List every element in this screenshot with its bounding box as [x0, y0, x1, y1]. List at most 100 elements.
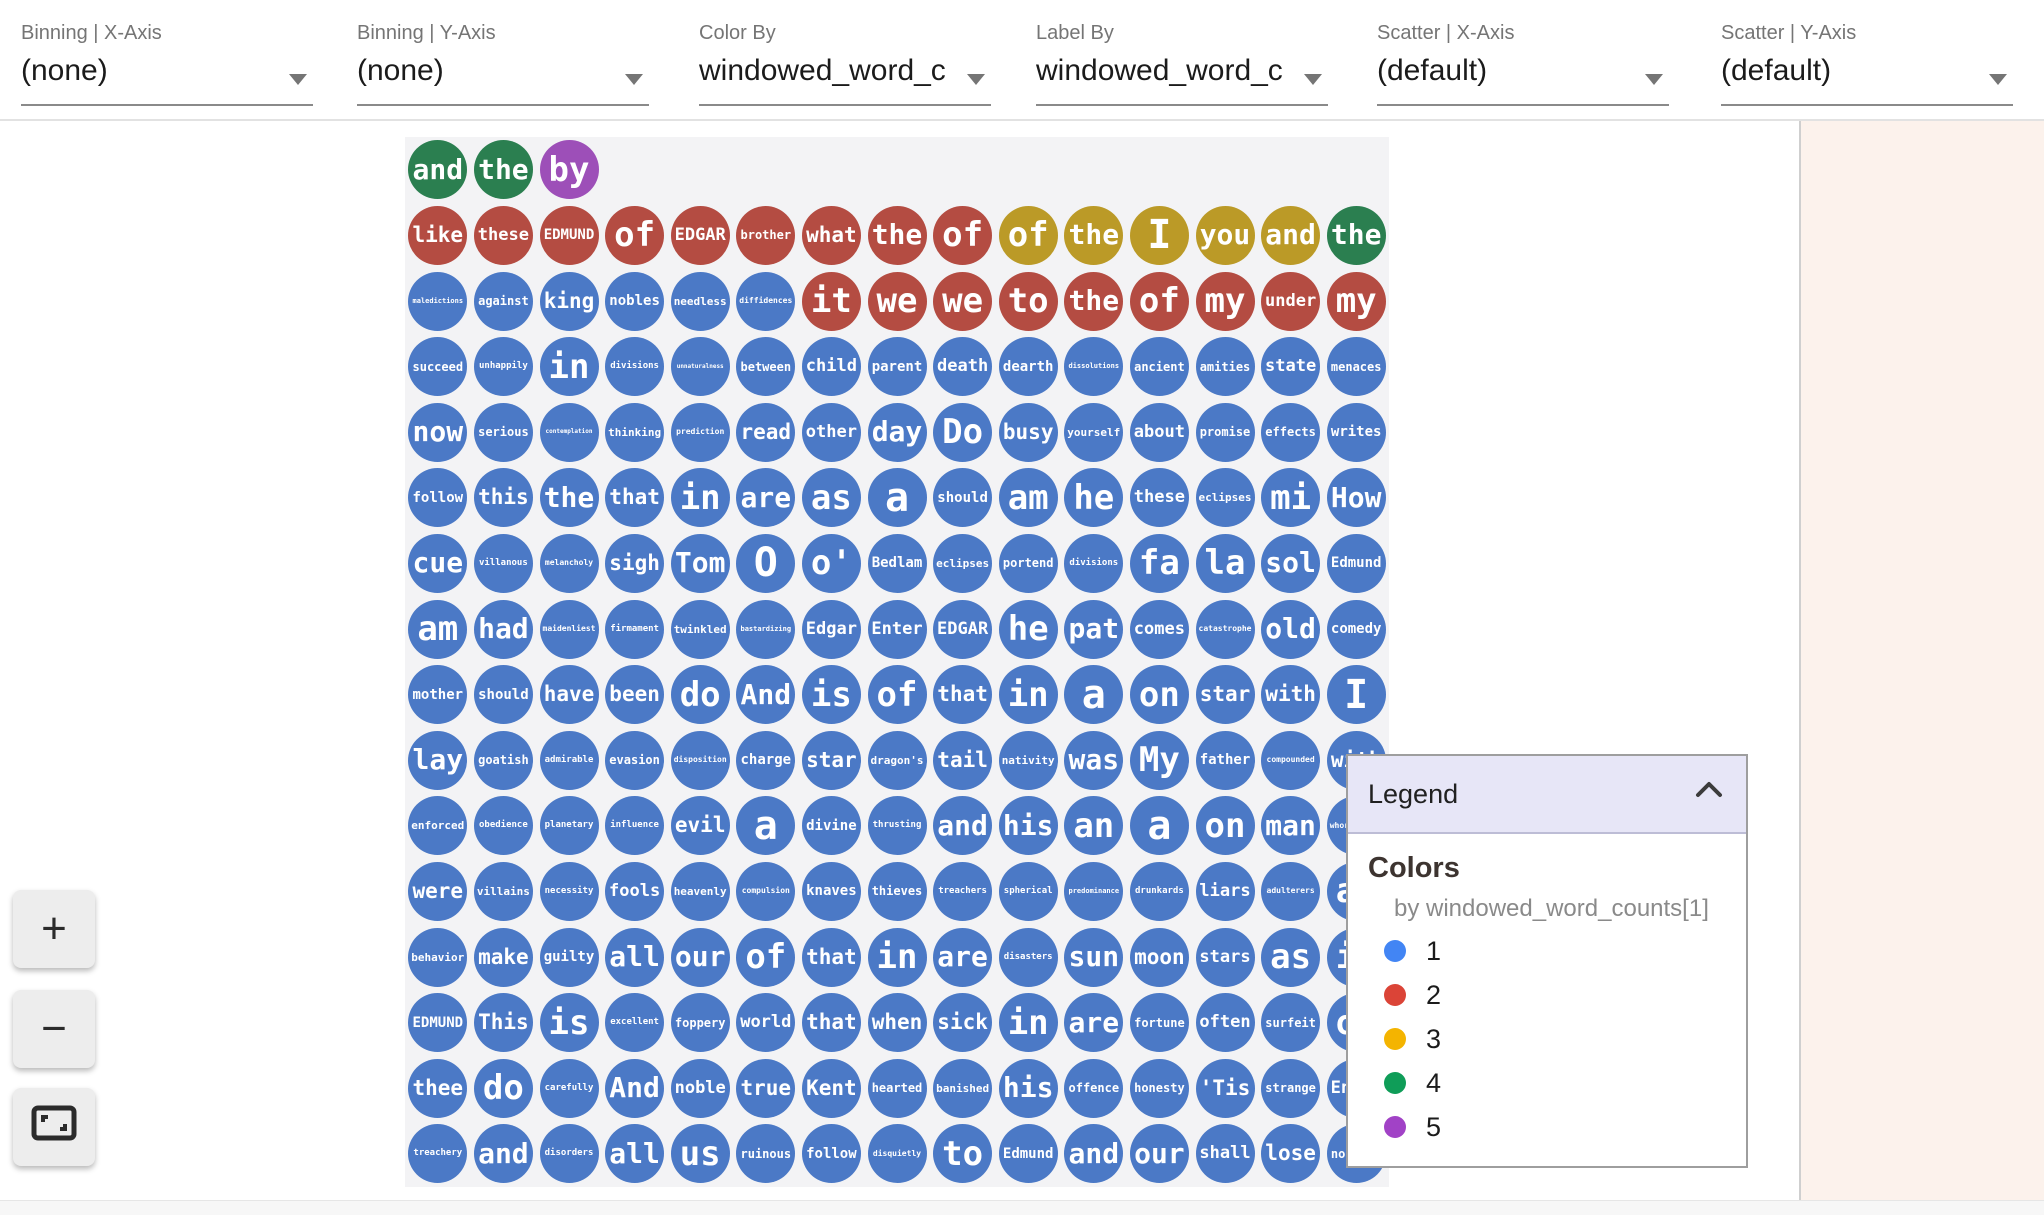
word-bubble[interactable]: other: [801, 402, 861, 462]
word-bubble[interactable]: under: [1261, 271, 1321, 331]
word-bubble[interactable]: in: [998, 665, 1058, 725]
word-bubble[interactable]: had: [473, 599, 533, 659]
word-bubble[interactable]: promise: [1195, 402, 1255, 462]
chevron-up-icon[interactable]: [1694, 780, 1724, 805]
word-bubble[interactable]: Tom: [670, 533, 730, 593]
dropdown-value[interactable]: windowed_word_c: [1036, 54, 1283, 87]
word-bubble[interactable]: my: [1326, 271, 1386, 331]
word-bubble[interactable]: like: [408, 205, 468, 265]
word-bubble[interactable]: were: [408, 861, 468, 921]
word-bubble[interactable]: sick: [933, 993, 993, 1053]
word-bubble[interactable]: maidenliest: [539, 599, 599, 659]
word-bubble[interactable]: about: [1129, 402, 1189, 462]
word-bubble[interactable]: EDMUND: [408, 993, 468, 1053]
word-bubble[interactable]: portend: [998, 533, 1058, 593]
word-bubble[interactable]: evil: [670, 796, 730, 856]
word-bubble[interactable]: How: [1326, 468, 1386, 528]
word-bubble[interactable]: lose: [1261, 1124, 1321, 1184]
word-bubble[interactable]: disposition: [670, 730, 730, 790]
chevron-down-icon[interactable]: [1989, 74, 2007, 85]
word-bubble[interactable]: between: [736, 337, 796, 397]
word-bubble[interactable]: the: [539, 468, 599, 528]
word-bubble[interactable]: catastrophe: [1195, 599, 1255, 659]
word-bubble[interactable]: shall: [1195, 1124, 1255, 1184]
word-bubble[interactable]: treachers: [933, 861, 993, 921]
word-bubble[interactable]: and: [473, 1124, 533, 1184]
word-bubble[interactable]: world: [736, 993, 796, 1053]
word-bubble[interactable]: we: [867, 271, 927, 331]
word-bubble[interactable]: father: [1195, 730, 1255, 790]
bottom-scrollbar-track[interactable]: [0, 1200, 2044, 1215]
word-bubble[interactable]: mi: [1261, 468, 1321, 528]
word-bubble[interactable]: effects: [1261, 402, 1321, 462]
word-bubble[interactable]: the: [1064, 271, 1124, 331]
chevron-down-icon[interactable]: [625, 74, 643, 85]
word-bubble[interactable]: obedience: [473, 796, 533, 856]
word-bubble[interactable]: And: [605, 1058, 665, 1118]
dropdown-value[interactable]: (none): [21, 54, 108, 87]
word-bubble[interactable]: fa: [1129, 533, 1189, 593]
word-bubble[interactable]: divine: [801, 796, 861, 856]
word-bubble[interactable]: sigh: [605, 533, 665, 593]
word-bubble[interactable]: dissolutions: [1064, 337, 1124, 397]
word-bubble[interactable]: this: [473, 468, 533, 528]
word-bubble[interactable]: influence: [605, 796, 665, 856]
word-bubble[interactable]: comedy: [1326, 599, 1386, 659]
word-bubble[interactable]: compulsion: [736, 861, 796, 921]
word-bubble[interactable]: us: [670, 1124, 730, 1184]
word-bubble[interactable]: it: [801, 271, 861, 331]
word-bubble[interactable]: EDMUND: [539, 205, 599, 265]
word-bubble[interactable]: EDGAR: [933, 599, 993, 659]
word-bubble[interactable]: star: [1195, 665, 1255, 725]
word-bubble[interactable]: unhappily: [473, 337, 533, 397]
word-bubble[interactable]: amities: [1195, 337, 1255, 397]
word-bubble[interactable]: when: [867, 993, 927, 1053]
word-bubble[interactable]: divisions: [605, 337, 665, 397]
word-bubble[interactable]: all: [605, 927, 665, 987]
word-bubble[interactable]: of: [933, 205, 993, 265]
word-bubble[interactable]: thrusting: [867, 796, 927, 856]
word-bubble[interactable]: foppery: [670, 993, 730, 1053]
word-bubble[interactable]: an: [1064, 796, 1124, 856]
word-bubble[interactable]: thee: [408, 1058, 468, 1118]
word-bubble[interactable]: a: [867, 468, 927, 528]
word-bubble[interactable]: comes: [1129, 599, 1189, 659]
word-bubble[interactable]: unnaturalness: [670, 337, 730, 397]
word-bubble[interactable]: Bedlam: [867, 533, 927, 593]
word-bubble[interactable]: I: [1326, 665, 1386, 725]
word-bubble[interactable]: of: [736, 927, 796, 987]
word-bubble[interactable]: our: [670, 927, 730, 987]
word-bubble[interactable]: a: [1064, 665, 1124, 725]
word-bubble[interactable]: planetary: [539, 796, 599, 856]
word-bubble[interactable]: fortune: [1129, 993, 1189, 1053]
chevron-down-icon[interactable]: [967, 74, 985, 85]
word-bubble[interactable]: I: [1129, 205, 1189, 265]
word-bubble[interactable]: that: [605, 468, 665, 528]
word-bubble[interactable]: as: [1261, 927, 1321, 987]
word-bubble[interactable]: the: [473, 140, 533, 200]
word-bubble[interactable]: lay: [408, 730, 468, 790]
chevron-down-icon[interactable]: [289, 74, 307, 85]
word-bubble[interactable]: the: [1064, 205, 1124, 265]
word-bubble[interactable]: villanous: [473, 533, 533, 593]
word-bubble[interactable]: often: [1195, 993, 1255, 1053]
word-bubble[interactable]: succeed: [408, 337, 468, 397]
legend-header[interactable]: Legend: [1348, 756, 1746, 834]
word-bubble[interactable]: firmament: [605, 599, 665, 659]
word-bubble[interactable]: thieves: [867, 861, 927, 921]
word-bubble[interactable]: our: [1129, 1124, 1189, 1184]
word-bubble[interactable]: a: [736, 796, 796, 856]
word-bubble[interactable]: been: [605, 665, 665, 725]
word-bubble[interactable]: we: [933, 271, 993, 331]
word-bubble[interactable]: my: [1195, 271, 1255, 331]
dropdown-scatter-y-axis[interactable]: Scatter | Y-Axis (default): [1721, 0, 2013, 110]
dropdown-color-by[interactable]: Color By windowed_word_c: [699, 0, 991, 110]
word-bubble[interactable]: brother: [736, 205, 796, 265]
word-bubble[interactable]: in: [867, 927, 927, 987]
word-bubble[interactable]: contemplation: [539, 402, 599, 462]
word-bubble[interactable]: Kent: [801, 1058, 861, 1118]
word-bubble[interactable]: nativity: [998, 730, 1058, 790]
dropdown-value[interactable]: windowed_word_c: [699, 54, 946, 87]
word-bubble[interactable]: as: [801, 468, 861, 528]
